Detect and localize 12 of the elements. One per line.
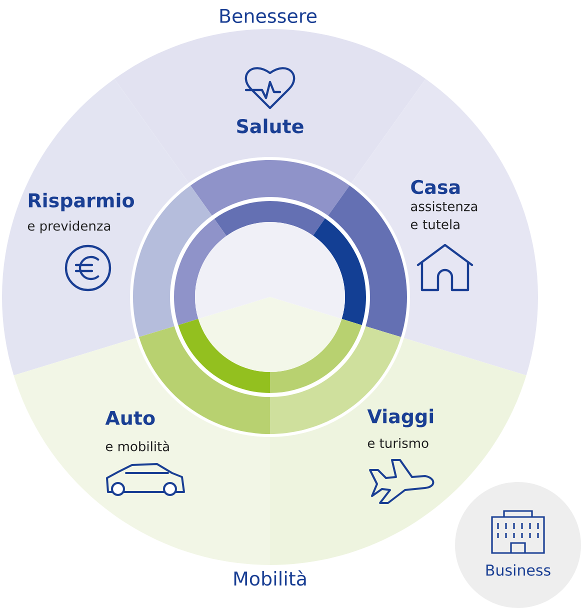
group-label: Benessere [220,8,316,24]
category-title: Viaggi [367,408,434,428]
category-subtitle: e mobilità [106,440,169,452]
category-subtitle: assistenza e tutela [410,201,478,230]
category-subtitle: e previdenza [28,220,110,234]
category-subtitle: e turismo [368,438,428,448]
category-title: Auto [105,410,155,426]
group-label: Mobilità [234,570,306,586]
circle-badge: Business [455,482,581,608]
category-title: Risparmio [28,192,134,212]
category-title: Salute [237,118,304,134]
category-title: Casa [411,180,460,194]
